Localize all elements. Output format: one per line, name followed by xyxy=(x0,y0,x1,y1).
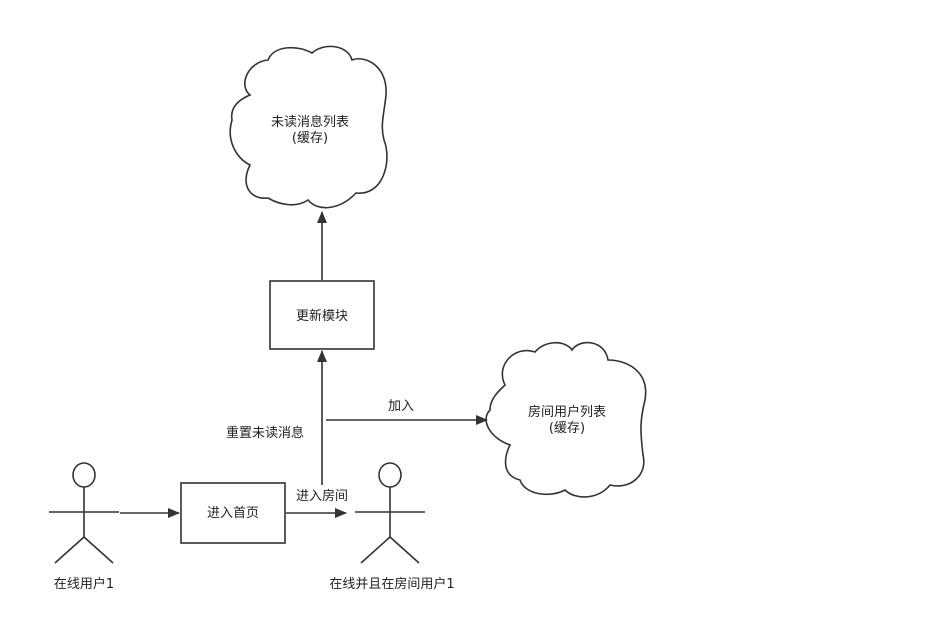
actor-online-in-room-user xyxy=(355,462,425,564)
cloud-unread-messages-list: 未读消息列表 (缓存) xyxy=(229,45,388,209)
actor-right-leg xyxy=(83,536,114,564)
edge-label-enter-room: 进入房间 xyxy=(296,488,348,504)
actor-left-leg xyxy=(54,536,85,564)
cloud-title: 房间用户列表 xyxy=(528,404,606,420)
box-enter-home: 进入首页 xyxy=(180,482,286,544)
actor-online-user xyxy=(49,462,119,564)
box-shape xyxy=(269,280,375,350)
actor-head xyxy=(72,462,96,488)
actor-left-leg xyxy=(360,536,391,564)
box-label: 进入首页 xyxy=(207,506,259,521)
actor-head xyxy=(378,462,402,488)
edge-label-join: 加入 xyxy=(388,399,414,414)
cloud-subtitle: (缓存) xyxy=(292,131,328,146)
box-label: 更新模块 xyxy=(296,308,348,324)
edge-label-reset-unread: 重置未读消息 xyxy=(226,425,304,441)
box-update-module: 更新模块 xyxy=(269,280,375,350)
cloud-subtitle: (缓存) xyxy=(549,421,585,436)
box-shape xyxy=(180,482,286,544)
cloud-room-users-list: 房间用户列表 (缓存) xyxy=(485,341,647,498)
actor-right-leg xyxy=(389,536,420,564)
cloud-title: 未读消息列表 xyxy=(271,114,349,130)
actor-label: 在线用户1 xyxy=(54,576,114,592)
actor-label: 在线并且在房间用户1 xyxy=(329,576,454,592)
cloud-shape xyxy=(229,45,388,209)
cloud-shape xyxy=(485,341,647,498)
